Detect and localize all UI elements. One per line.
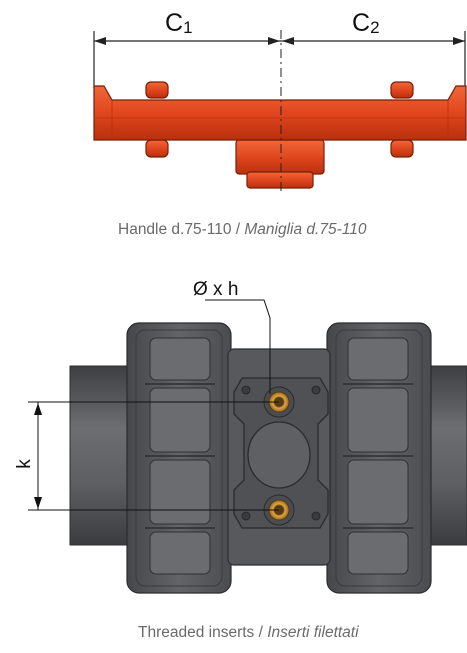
handle-drawing: C1 C2 (93, 9, 467, 192)
stem-boss (247, 421, 311, 489)
dimension-line-k (28, 401, 279, 511)
caption-handle: Handle d.75-110 / Maniglia d.75-110 (118, 221, 366, 239)
handle-body (93, 81, 467, 189)
caption-handle-it: Maniglia d.75-110 (244, 221, 367, 238)
caption-inserts-it: Inserti filettati (267, 624, 359, 641)
dim-label-k: k (14, 459, 35, 469)
caption-handle-en: Handle d.75-110 / (118, 221, 245, 238)
caption-inserts: Threaded inserts / Inserti filettati (138, 624, 359, 642)
union-nut-right (326, 322, 432, 594)
caption-inserts-en: Threaded inserts / (138, 624, 268, 641)
valve-body (227, 348, 331, 566)
dimension-insert-leader (205, 299, 271, 394)
dimension-k-arrows (34, 403, 42, 509)
dimension-arrows (94, 37, 465, 45)
dim-label-c2: C2 (352, 9, 380, 37)
dim-label-c1: C1 (165, 9, 193, 37)
dim-label-insert: Ø x h (193, 279, 238, 300)
union-nut-left (126, 322, 232, 594)
valve-drawing: Ø x h k (14, 279, 467, 594)
